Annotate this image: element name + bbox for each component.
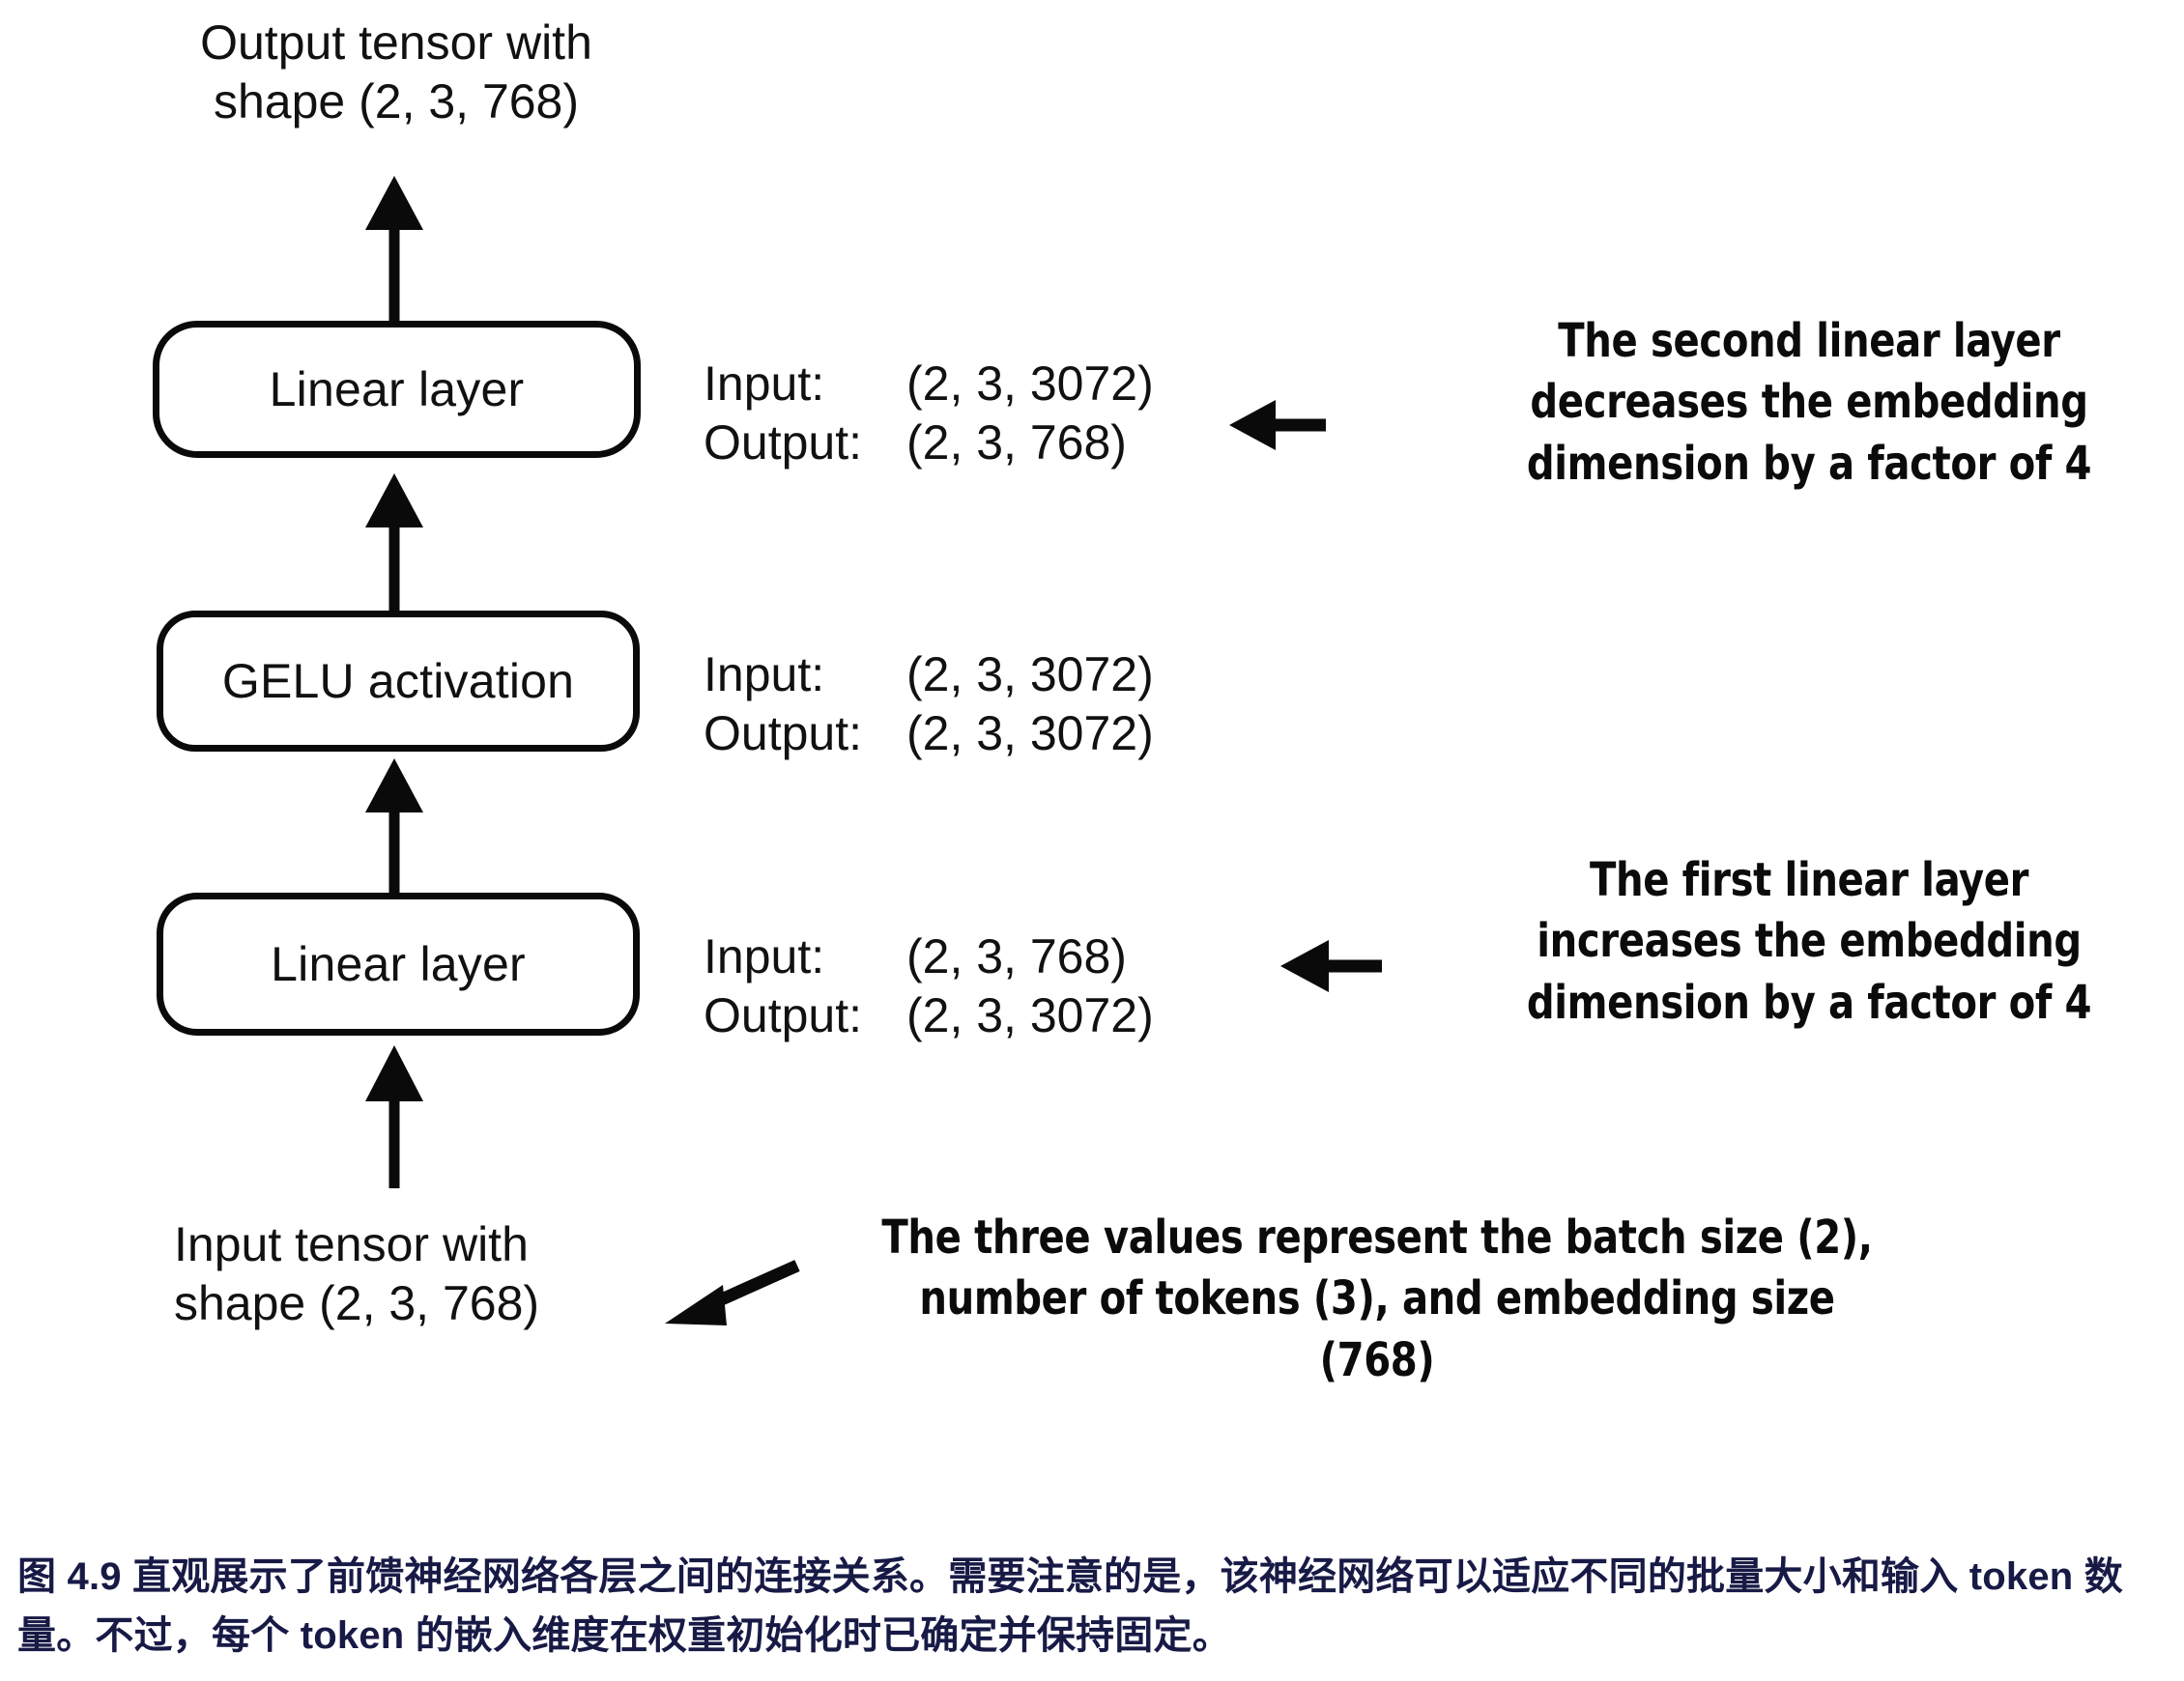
io-input-key: Input: xyxy=(704,929,825,983)
block-label: Linear layer xyxy=(269,362,525,416)
annotation-first-linear-layer: The first linear layer increases the emb… xyxy=(1526,853,2092,1030)
io-output-key: Output: xyxy=(704,988,862,1042)
arrow-up-icon-gelu-to-linear2 xyxy=(365,473,423,611)
io-input-key: Input: xyxy=(704,356,825,411)
arrow-up-icon-input xyxy=(365,1045,423,1188)
input-tensor-caption: Input tensor with shape (2, 3, 768) xyxy=(174,1217,540,1330)
io-input-value: (2, 3, 3072) xyxy=(906,647,1154,701)
arrow-left-icon-first-linear xyxy=(1280,940,1382,992)
io-row-output: Output: (2, 3, 3072) xyxy=(704,704,1154,763)
io-output-key: Output: xyxy=(704,706,862,760)
block-gelu-activation[interactable]: GELU activation xyxy=(157,611,640,752)
arrow-up-icon-linear1-to-gelu xyxy=(365,758,423,893)
io-shapes-linear-1: Input: (2, 3, 768) Output: (2, 3, 3072) xyxy=(704,927,1154,1045)
arrow-left-diagonal-icon-three-values xyxy=(665,1260,800,1325)
annotation-three-values: The three values represent the batch siz… xyxy=(881,1211,1873,1387)
io-output-value: (2, 3, 3072) xyxy=(906,988,1154,1042)
io-output-value: (2, 3, 3072) xyxy=(906,706,1154,760)
io-row-output: Output: (2, 3, 768) xyxy=(704,413,1154,472)
io-input-key: Input: xyxy=(704,647,825,701)
annotation-second-linear-layer: The second linear layer decreases the em… xyxy=(1526,314,2092,491)
block-label: Linear layer xyxy=(271,937,526,991)
io-input-value: (2, 3, 768) xyxy=(906,929,1127,983)
io-input-value: (2, 3, 3072) xyxy=(906,356,1154,411)
io-output-key: Output: xyxy=(704,415,862,470)
figure-caption: 图 4.9 直观展示了前馈神经网络各层之间的连接关系。需要注意的是，该神经网络可… xyxy=(17,1555,2123,1657)
io-row-input: Input: (2, 3, 768) xyxy=(704,927,1154,986)
io-row-input: Input: (2, 3, 3072) xyxy=(704,645,1154,704)
io-shapes-linear-2: Input: (2, 3, 3072) Output: (2, 3, 768) xyxy=(704,355,1154,472)
block-label: GELU activation xyxy=(221,654,575,708)
io-row-input: Input: (2, 3, 3072) xyxy=(704,355,1154,413)
arrow-up-icon-output xyxy=(365,176,423,322)
io-output-value: (2, 3, 768) xyxy=(906,415,1127,470)
output-tensor-caption: Output tensor with shape (2, 3, 768) xyxy=(200,15,592,128)
block-linear-layer-1[interactable]: Linear layer xyxy=(157,893,640,1036)
io-row-output: Output: (2, 3, 3072) xyxy=(704,986,1154,1045)
arrow-left-icon-second-linear xyxy=(1229,400,1326,450)
io-shapes-gelu: Input: (2, 3, 3072) Output: (2, 3, 3072) xyxy=(704,645,1154,763)
block-linear-layer-2[interactable]: Linear layer xyxy=(153,321,641,458)
